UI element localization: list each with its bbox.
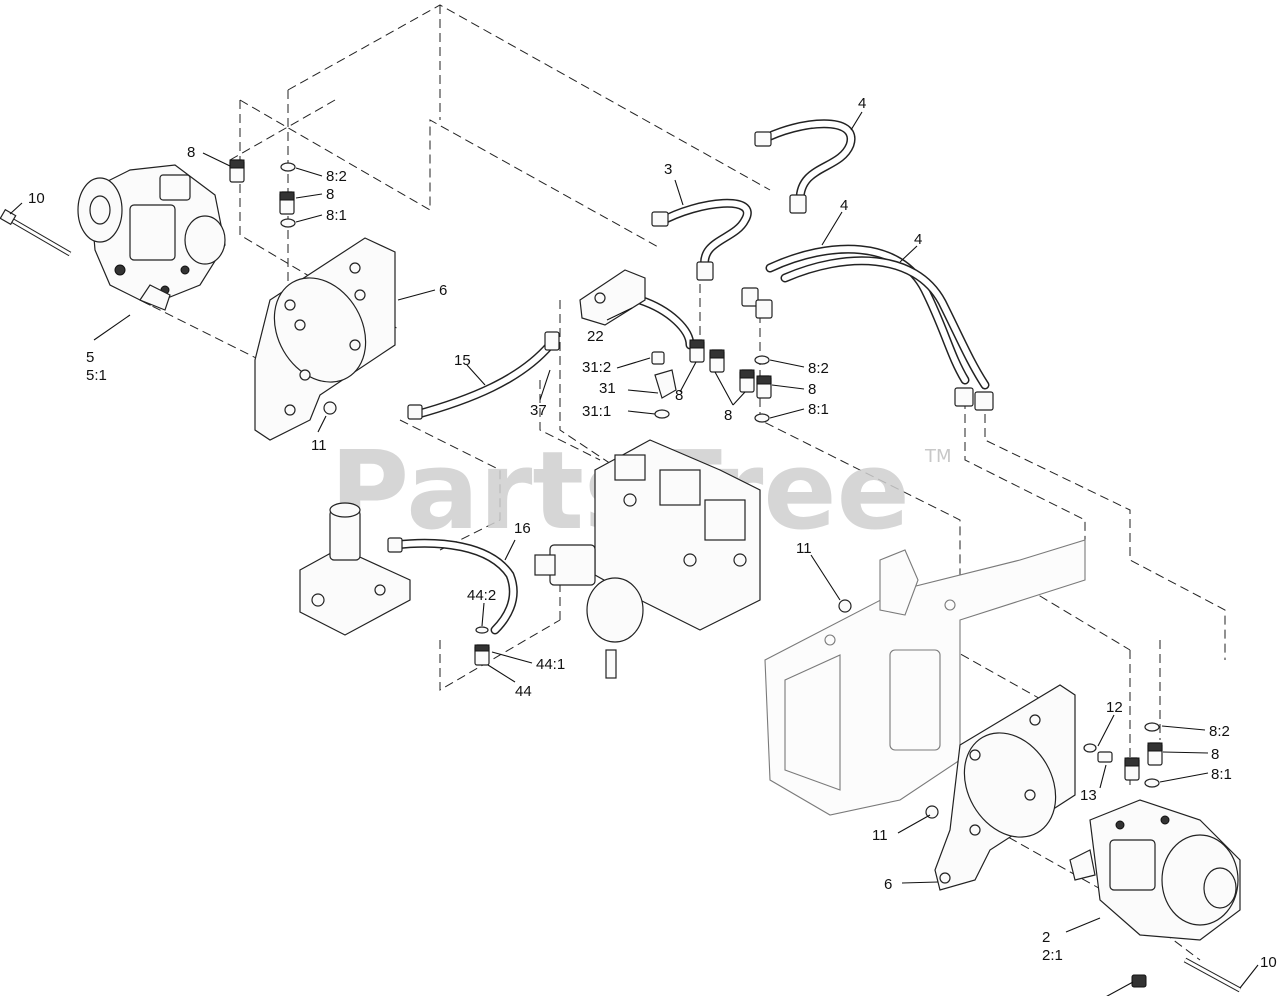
callout-16: 16 (514, 520, 531, 537)
callout-2: 2 (1042, 929, 1050, 946)
callout-11-lower: 11 (872, 827, 888, 844)
callout-8-2-mid: 8:2 (808, 360, 829, 377)
fittings-upper-left (229, 159, 296, 228)
callout-44: 44 (515, 683, 532, 700)
callout-8-1-upper: 8:1 (326, 207, 347, 224)
callout-8-upper-b: 8 (326, 186, 334, 203)
callout-5: 5 (86, 349, 94, 366)
callout-13: 13 (1080, 787, 1097, 804)
callout-11-mid: 11 (796, 540, 812, 557)
callout-11-upper: 11 (311, 437, 327, 454)
callout-leaders (9, 111, 1259, 996)
callout-8-mid-c: 8 (808, 381, 816, 398)
watermark-trademark: TM (924, 446, 952, 467)
callout-15: 15 (454, 352, 471, 369)
fittings-lower-right (838, 599, 1163, 788)
callout-4-b: 4 (840, 197, 848, 214)
callout-44-1: 44:1 (536, 656, 565, 673)
callout-22: 22 (587, 328, 604, 345)
callout-4-c: 4 (914, 231, 922, 248)
callout-5-1: 5:1 (86, 367, 107, 384)
mounting-plate-lower (925, 684, 1076, 891)
fitting-44 (474, 626, 490, 666)
hydraulic-valve-block (534, 439, 761, 679)
callout-8-2-upper: 8:2 (326, 168, 347, 185)
callout-8-1-mid: 8:1 (808, 401, 829, 418)
hose-ends (387, 131, 994, 553)
bolt-upper (0, 208, 72, 257)
bolt-lower (1183, 957, 1242, 993)
callout-12: 12 (1106, 699, 1123, 716)
callout-3: 3 (664, 161, 672, 178)
hydraulic-pump-upper (77, 164, 226, 311)
machine-frame (764, 539, 1086, 816)
callout-6-upper: 6 (439, 282, 447, 299)
callout-31: 31 (599, 380, 616, 397)
callout-8-upper-a: 8 (187, 144, 195, 161)
callout-6-lower: 6 (884, 876, 892, 893)
callout-37: 37 (530, 402, 547, 419)
hoses (390, 119, 990, 635)
callout-labels: 10 8 8:2 8 8:1 6 5 5:1 11 3 4 4 4 22 15 … (28, 95, 1277, 996)
callout-8-mid-a: 8 (675, 387, 683, 404)
callout-8-1-lower: 8:1 (1211, 766, 1232, 783)
callout-8-lower: 8 (1211, 746, 1219, 763)
valve-22 (579, 269, 646, 326)
fittings-middle (651, 339, 772, 423)
hydraulic-pump-lower (1069, 799, 1241, 988)
callout-8-mid-b: 8 (724, 407, 732, 424)
callout-31-2: 31:2 (582, 359, 611, 376)
callout-10-lower: 10 (1260, 954, 1277, 971)
callout-44-2: 44:2 (467, 587, 496, 604)
callout-4-a: 4 (858, 95, 866, 112)
callout-10-upper: 10 (28, 190, 45, 207)
mounting-plate-upper (254, 237, 396, 441)
callout-8-2-lower: 8:2 (1209, 723, 1230, 740)
solenoid-valve (299, 502, 411, 636)
callout-31-1: 31:1 (582, 403, 611, 420)
callout-2-1: 2:1 (1042, 947, 1063, 964)
